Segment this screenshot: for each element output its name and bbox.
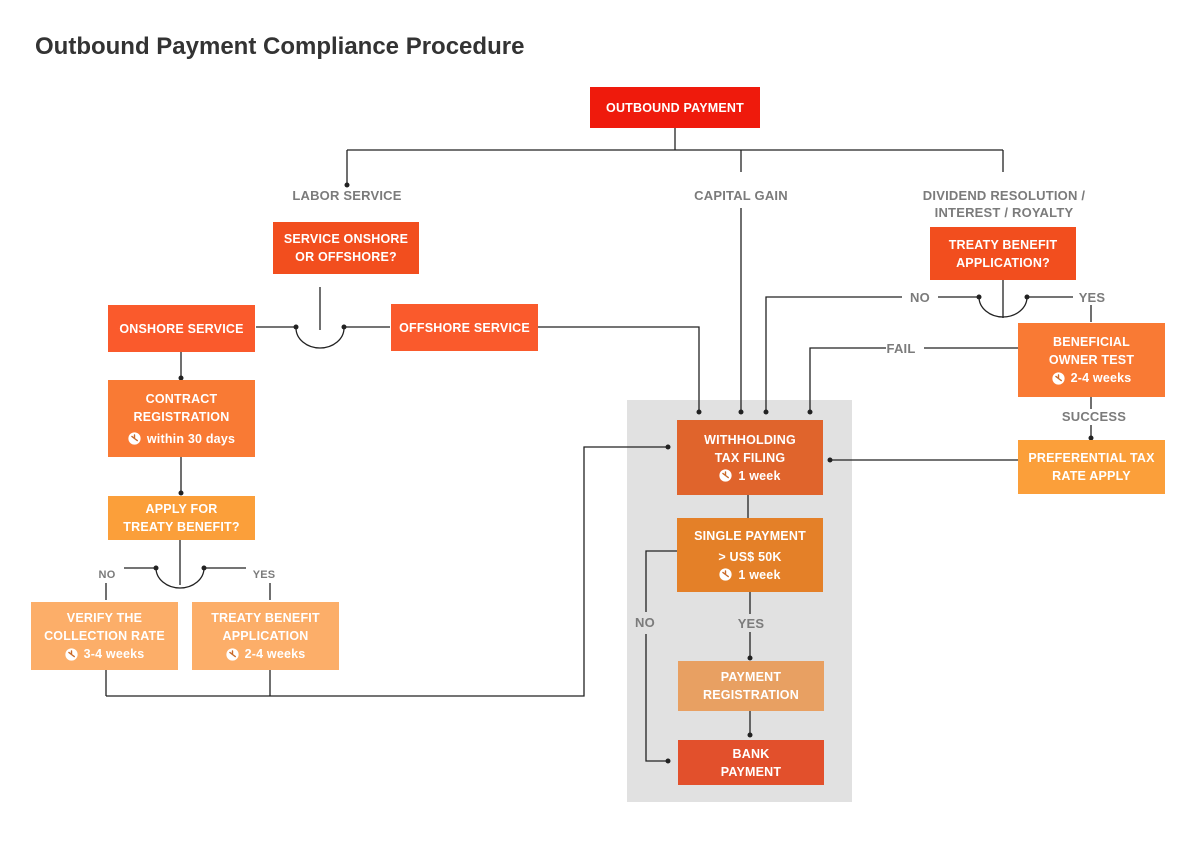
clock-icon [128, 432, 141, 445]
node-text: SERVICE ONSHORE [283, 232, 409, 246]
duration-text: 1 week [738, 468, 781, 483]
node-text: TREATY BENEFIT [211, 611, 320, 625]
verify-rate-node: VERIFY THE COLLECTION RATE 3-4 weeks [31, 602, 178, 670]
duration: 1 week [719, 566, 780, 584]
withholding-filing-node: WITHHOLDING TAX FILING 1 week [677, 420, 823, 495]
node-text: TREATY BENEFIT [948, 237, 1058, 252]
node-text: TREATY BENEFIT? [123, 520, 240, 534]
label-yes-right: YES [1078, 290, 1106, 305]
node-text: TAX FILING [714, 450, 786, 465]
label-line: DIVIDEND RESOLUTION / [922, 188, 1086, 203]
payment-registration-node: PAYMENT REGISTRATION [678, 661, 824, 711]
bank-payment-node: BANK PAYMENT [678, 740, 824, 785]
beneficial-owner-node: BENEFICIAL OWNER TEST 2-4 weeks [1018, 323, 1165, 397]
node-text: REGISTRATION [133, 409, 230, 424]
label-yes-left: YES [252, 569, 276, 581]
node-text: APPLICATION? [956, 255, 1050, 270]
outbound-payment-node: OUTBOUND PAYMENT [590, 87, 760, 128]
node-text: OUTBOUND PAYMENT [606, 100, 744, 115]
page-title: Outbound Payment Compliance Procedure [35, 33, 525, 60]
label-capital-gain: CAPITAL GAIN [694, 188, 788, 203]
node-text: COLLECTION RATE [44, 629, 165, 643]
single-payment-node: SINGLE PAYMENT > US$ 50K 1 week [677, 518, 823, 592]
node-text: PAYMENT [720, 670, 782, 684]
node-text: CONTRACT [145, 391, 218, 406]
clock-icon [719, 469, 732, 482]
contract-registration-node: CONTRACT REGISTRATION within 30 days [108, 380, 255, 457]
node-text: WITHHOLDING [704, 432, 796, 447]
node-text: BANK [732, 746, 770, 761]
label-yes-mid: YES [737, 616, 765, 631]
preferential-rate-node: PREFERENTIAL TAX RATE APPLY [1018, 440, 1165, 494]
treaty-application-left-node: TREATY BENEFIT APPLICATION 2-4 weeks [192, 602, 339, 670]
duration: 2-4 weeks [1052, 369, 1132, 387]
service-location-node: SERVICE ONSHORE OR OFFSHORE? [273, 222, 419, 274]
clock-icon [1052, 372, 1065, 385]
node-text: BENEFICIAL [1053, 335, 1130, 349]
clock-icon [719, 568, 732, 581]
duration: 1 week [719, 467, 780, 485]
duration: 2-4 weeks [226, 645, 306, 663]
label-no-left: NO [98, 569, 116, 581]
offshore-service-node: OFFSHORE SERVICE [391, 304, 538, 351]
clock-icon [65, 648, 78, 661]
node-text: OFFSHORE SERVICE [399, 320, 530, 335]
label-no-right: NO [910, 290, 930, 305]
duration: within 30 days [128, 430, 235, 448]
duration-text: 3-4 weeks [83, 647, 145, 661]
label-dividend: DIVIDEND RESOLUTION / INTEREST / ROYALTY [904, 187, 1104, 221]
node-text: REGISTRATION [703, 688, 799, 702]
node-text: ONSHORE SERVICE [119, 321, 244, 336]
node-text: PAYMENT [720, 764, 782, 779]
label-labor-service: LABOR SERVICE [292, 188, 402, 203]
label-line: INTEREST / ROYALTY [934, 205, 1074, 220]
clock-icon [226, 648, 239, 661]
duration-text: 2-4 weeks [1070, 371, 1132, 385]
node-text: > US$ 50K [718, 549, 782, 564]
label-fail: FAIL [886, 341, 916, 356]
duration-text: 2-4 weeks [244, 647, 306, 661]
node-text: SINGLE PAYMENT [694, 528, 806, 543]
node-text: APPLY FOR [145, 502, 218, 516]
node-text: VERIFY THE [66, 611, 143, 625]
node-text: OR OFFSHORE? [295, 250, 397, 264]
duration-text: within 30 days [146, 431, 236, 446]
node-text: PREFERENTIAL TAX [1028, 451, 1155, 465]
label-success: SUCCESS [1061, 409, 1127, 424]
treaty-application-question-node: TREATY BENEFIT APPLICATION? [930, 227, 1076, 280]
node-text: RATE APPLY [1052, 469, 1131, 483]
onshore-service-node: ONSHORE SERVICE [108, 305, 255, 352]
apply-treaty-node: APPLY FOR TREATY BENEFIT? [108, 496, 255, 540]
duration-text: 1 week [738, 567, 781, 582]
duration: 3-4 weeks [65, 645, 145, 663]
label-no-mid: NO [635, 615, 655, 630]
node-text: OWNER TEST [1048, 353, 1135, 367]
node-text: APPLICATION [222, 629, 309, 643]
